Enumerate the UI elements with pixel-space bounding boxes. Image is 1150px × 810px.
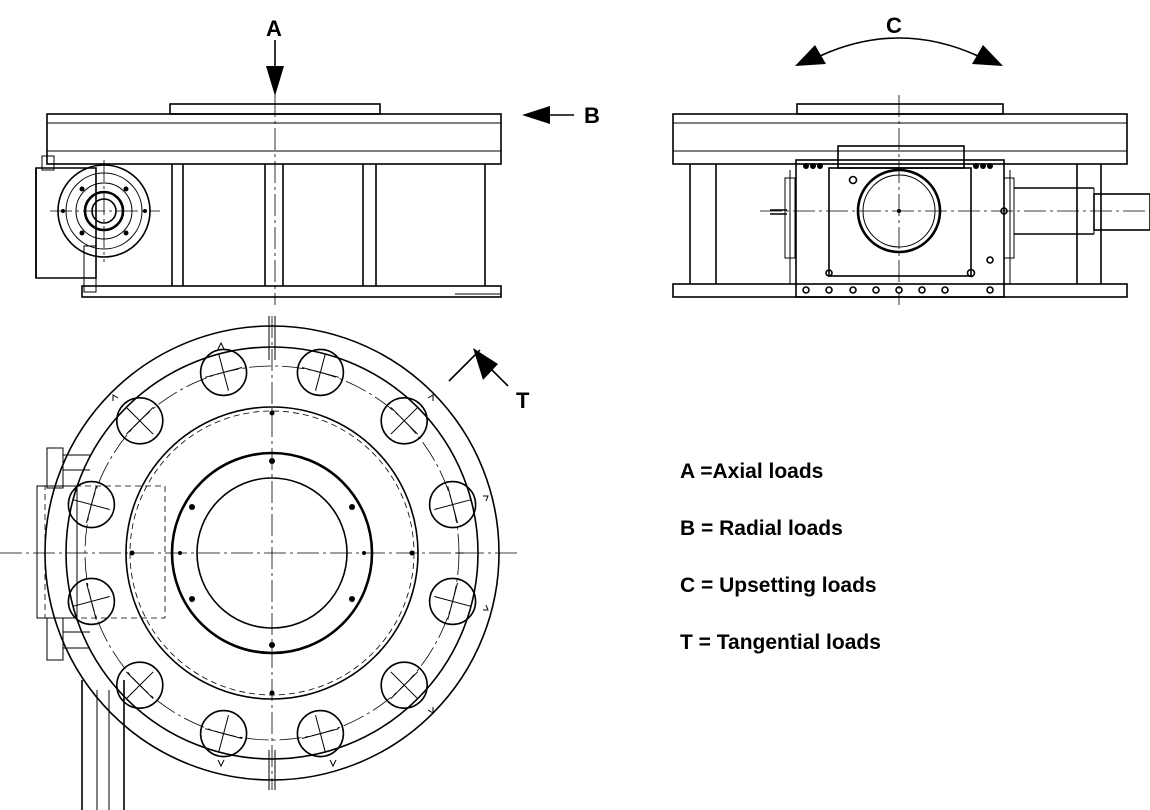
legend-item-tangential: T = Tangential loads — [680, 631, 881, 654]
mounting-hole — [380, 661, 429, 710]
mounting-hole — [116, 661, 164, 710]
hole-crosshair — [86, 486, 97, 524]
hole-crosshair — [447, 486, 458, 524]
label-upsetting: C — [886, 13, 902, 38]
hole-crosshair — [390, 406, 419, 435]
hole-crosshair — [125, 671, 154, 700]
mounting-hole — [296, 348, 345, 397]
mounting-hole — [67, 577, 116, 626]
mounting-hole — [67, 480, 116, 529]
label-radial: B — [584, 103, 600, 128]
legend-item-radial: B = Radial loads — [680, 517, 843, 540]
hole-crosshair — [447, 582, 458, 620]
hole-crosshair — [86, 582, 97, 620]
upsetting-load-arrow — [795, 37, 1003, 66]
hole-crosshair — [205, 728, 243, 739]
mounting-hole — [428, 577, 477, 626]
mounting-hole — [116, 396, 164, 445]
top-view — [0, 316, 520, 810]
mounting-hole — [428, 480, 477, 529]
mounting-hole — [199, 709, 248, 758]
radial-load-arrow — [522, 106, 574, 124]
side-view — [672, 95, 1150, 305]
mounting-hole — [199, 348, 248, 397]
hole-crosshair — [125, 406, 154, 435]
mounting-holes — [67, 348, 477, 758]
hole-crosshair — [205, 367, 243, 378]
hole-crosshair — [390, 671, 419, 700]
hole-crosshair — [301, 367, 339, 378]
mounting-hole — [296, 709, 345, 758]
hole-crosshair — [301, 728, 339, 739]
tangential-load-arrow — [448, 348, 509, 387]
legend-item-axial: A =Axial loads — [680, 460, 824, 483]
label-tangential: T — [516, 388, 530, 413]
axial-load-arrow — [266, 40, 284, 96]
mounting-hole — [380, 396, 429, 445]
legend: A =Axial loads B = Radial loads C = Upse… — [680, 460, 1120, 690]
front-view — [35, 95, 502, 305]
label-axial: A — [266, 16, 282, 41]
legend-item-upsetting: C = Upsetting loads — [680, 574, 877, 597]
